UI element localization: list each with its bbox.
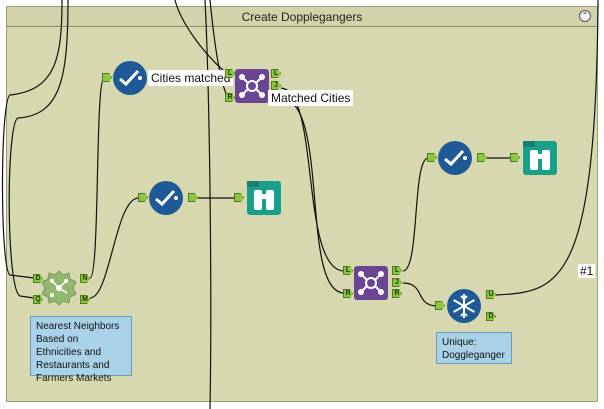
wire-n-to-filter: [89, 77, 105, 279]
filter-tool-cities[interactable]: [112, 60, 148, 96]
connection-count-label: #1: [578, 264, 596, 278]
binoculars-icon: [523, 141, 557, 175]
join-tool-matched[interactable]: [234, 68, 270, 104]
binoculars-icon: [247, 181, 281, 215]
wire-unique-out: [495, 0, 599, 296]
anchor-in-browse-right[interactable]: [510, 153, 520, 162]
wire-incoming-5: [209, 0, 228, 97]
browse-tool-lower[interactable]: [246, 180, 282, 216]
join-icon: [235, 69, 269, 103]
anchor-in-D[interactable]: D: [33, 274, 43, 283]
anchor-in-filter-cities[interactable]: [102, 73, 112, 82]
anchor-in-filter-right[interactable]: [427, 153, 437, 162]
wire-incoming-3: [204, 0, 212, 409]
anchor-out-D[interactable]: D: [486, 312, 496, 321]
filter-cities-label: Cities matched: [148, 70, 234, 86]
spatial-nearest-icon: [41, 270, 77, 306]
filter-check-icon: [438, 141, 472, 175]
chevron-up-icon[interactable]: ⌃: [579, 10, 591, 22]
wire-join-to-filter: [402, 157, 429, 272]
wire-join-to-unique: [402, 282, 437, 307]
filter-tool-lower[interactable]: [148, 180, 184, 216]
wire-incoming-2: [8, 0, 69, 299]
anchor-out-filter-lower[interactable]: [188, 193, 198, 202]
wire-incoming-1: [1, 0, 63, 279]
anchor-in-browse-lower[interactable]: [234, 193, 244, 202]
wire-m-to-filter: [89, 197, 139, 299]
anchor-out-M[interactable]: M: [80, 295, 90, 304]
unique-snowflake-icon: [447, 289, 481, 323]
browse-tool-right[interactable]: [522, 140, 558, 176]
anchor-out-R-lower[interactable]: R: [392, 289, 402, 298]
wire-join-to-join-r: [280, 97, 345, 294]
anchor-in-L-lower[interactable]: L: [343, 266, 353, 275]
unique-tool[interactable]: [446, 288, 482, 324]
anchor-out-J-lower[interactable]: J: [392, 278, 402, 287]
anchor-out-J-top[interactable]: J: [271, 81, 281, 90]
anchor-out-L-lower[interactable]: L: [392, 266, 402, 275]
container-header[interactable]: Create Dopplegangers ⌃: [7, 7, 597, 27]
comment-unique[interactable]: Unique: Doggleganger: [436, 332, 512, 364]
anchor-out-filter-right[interactable]: [477, 153, 487, 162]
anchor-in-filter-lower[interactable]: [138, 193, 148, 202]
anchor-in-unique[interactable]: [435, 301, 445, 310]
join-tool-lower[interactable]: [353, 265, 389, 301]
anchor-out-L-top[interactable]: L: [271, 69, 281, 78]
anchor-in-Q[interactable]: Q: [33, 295, 43, 304]
join-matched-label: Matched Cities: [268, 90, 354, 106]
filter-check-icon: [149, 181, 183, 215]
filter-check-icon: [113, 61, 147, 95]
anchor-in-R-top[interactable]: R: [225, 93, 235, 102]
join-icon: [354, 266, 388, 300]
anchor-out-U[interactable]: U: [486, 290, 496, 299]
anchor-in-L-top[interactable]: L: [225, 69, 235, 78]
anchor-in-R-lower[interactable]: R: [343, 289, 353, 298]
comment-nearest-neighbors[interactable]: Nearest Neighbors Based on Ethnicities a…: [30, 316, 132, 384]
spatial-nearest-tool[interactable]: [41, 270, 77, 306]
anchor-out-N[interactable]: N: [80, 274, 90, 283]
wire-incoming-4: [174, 0, 226, 73]
container-title: Create Dopplegangers: [241, 10, 363, 24]
filter-tool-right[interactable]: [437, 140, 473, 176]
